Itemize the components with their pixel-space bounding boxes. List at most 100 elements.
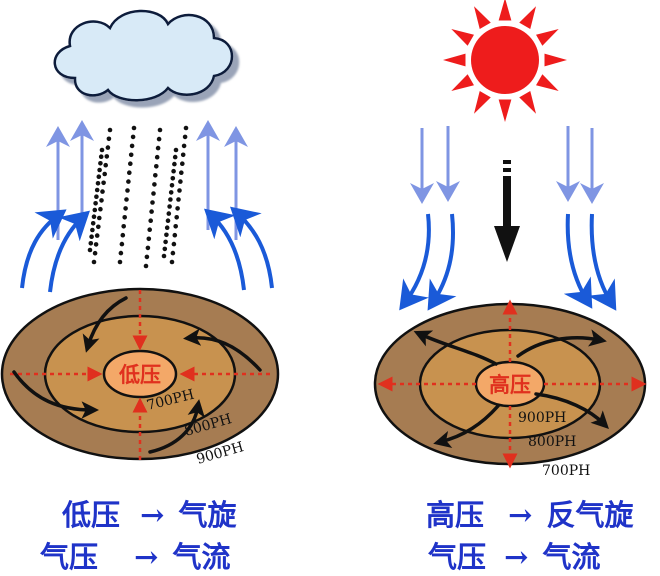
outflow-arrows bbox=[377, 299, 647, 469]
rain-drop bbox=[92, 207, 98, 213]
subsidence-arrow bbox=[494, 160, 520, 262]
sun-ray bbox=[536, 29, 559, 46]
right-caption2-term: 气压 bbox=[428, 540, 487, 574]
sun-ray bbox=[519, 91, 536, 114]
rain-drop bbox=[128, 152, 134, 158]
rain-drop bbox=[173, 147, 179, 153]
rain-drop bbox=[165, 218, 171, 223]
sun-ray bbox=[443, 53, 466, 67]
rain-drop bbox=[119, 241, 125, 247]
rain-drop bbox=[96, 224, 101, 230]
low-pressure-panel: 低压 700PH 800PH 900PH bbox=[0, 9, 280, 468]
rain-drop bbox=[145, 245, 151, 251]
rain-drop bbox=[91, 259, 97, 265]
rain-drop bbox=[163, 239, 168, 245]
rain-drop bbox=[129, 143, 135, 149]
rain-drop bbox=[156, 136, 162, 142]
rain-drop bbox=[172, 154, 178, 160]
left-caption2-term: 气压 bbox=[40, 540, 99, 574]
rain-drop bbox=[123, 206, 128, 211]
rain-drop bbox=[99, 198, 104, 203]
rain-drop bbox=[153, 173, 158, 178]
left-caption-arrow: → bbox=[140, 498, 165, 532]
rain-drop bbox=[168, 197, 173, 202]
rain-drop bbox=[104, 154, 110, 159]
rain-drop bbox=[100, 189, 105, 194]
rain-drop bbox=[88, 241, 94, 246]
sun-ray bbox=[451, 74, 474, 91]
rain-drop bbox=[96, 174, 102, 179]
left-caption2-result: 气流 bbox=[172, 540, 231, 574]
rain-drop bbox=[149, 209, 154, 214]
rain-drop bbox=[94, 233, 100, 238]
left-caption2-arrow: → bbox=[134, 540, 159, 574]
rain-drop bbox=[148, 218, 153, 223]
rain-drop bbox=[143, 263, 149, 269]
rain-drop bbox=[154, 164, 159, 169]
rain-drop bbox=[161, 253, 167, 259]
rain-drop bbox=[124, 197, 129, 202]
rain-drop bbox=[93, 201, 98, 206]
rain-drop bbox=[172, 232, 178, 238]
sun-ray bbox=[544, 53, 567, 67]
left-caption-line1: 低压 → 气旋 bbox=[62, 492, 237, 534]
rain-drop bbox=[164, 225, 170, 230]
rain-drop bbox=[166, 211, 172, 216]
rain-drop bbox=[97, 215, 102, 221]
rain-drop bbox=[90, 221, 96, 226]
rain-drop bbox=[169, 259, 175, 265]
rain-drop bbox=[183, 125, 189, 131]
rain-drop bbox=[152, 182, 157, 187]
rain-drop bbox=[182, 134, 188, 140]
rain-drop bbox=[117, 259, 123, 265]
high-contour-700: 700PH bbox=[542, 463, 590, 479]
right-caption-line2: 气压 → 气流 bbox=[428, 534, 601, 576]
rain-drop bbox=[144, 254, 150, 260]
rain-drop bbox=[170, 250, 176, 256]
sinking-air-arrows bbox=[399, 126, 617, 311]
rain-drop bbox=[103, 162, 108, 168]
rain-drop bbox=[162, 246, 168, 252]
rain-drop bbox=[97, 167, 102, 173]
right-caption-line1: 高压 → 反气旋 bbox=[426, 492, 634, 534]
rain-drop bbox=[99, 147, 105, 153]
right-caption-arrow: → bbox=[508, 498, 533, 532]
rain-drop bbox=[177, 188, 182, 193]
rain-drop bbox=[154, 154, 160, 160]
rain-drop bbox=[87, 247, 93, 253]
low-center-label: 低压 bbox=[118, 362, 161, 387]
rain-drop bbox=[98, 206, 103, 212]
left-caption-term: 低压 bbox=[62, 498, 121, 532]
sun-icon bbox=[443, 0, 567, 122]
rain-drop bbox=[98, 161, 103, 166]
left-caption-line2: 气压 → 气流 bbox=[40, 534, 231, 576]
rain-drop bbox=[105, 145, 111, 150]
rain-drop bbox=[169, 183, 175, 188]
rain-drop bbox=[146, 236, 152, 242]
rain-drop bbox=[170, 176, 176, 181]
rain-drop bbox=[164, 232, 169, 238]
rain-drop bbox=[128, 161, 133, 166]
rain-drop bbox=[180, 152, 186, 158]
rain-drop bbox=[89, 234, 94, 239]
rain-drop bbox=[131, 125, 137, 131]
rain-drop bbox=[171, 241, 177, 247]
rain-drop bbox=[120, 232, 126, 238]
rain-drop bbox=[173, 224, 178, 229]
rain-drop bbox=[90, 227, 95, 233]
sun-ray bbox=[451, 29, 474, 46]
rain-drop bbox=[179, 170, 184, 175]
rain-drop bbox=[122, 215, 127, 220]
rain-drop bbox=[174, 215, 179, 220]
rain-drops bbox=[87, 125, 189, 269]
rain-drop bbox=[151, 191, 156, 196]
right-caption-term: 高压 bbox=[426, 498, 485, 532]
rain-drop bbox=[167, 204, 172, 209]
rain-drop bbox=[107, 127, 113, 133]
rain-drop bbox=[91, 214, 97, 219]
high-pressure-panel: 高压 900PH 800PH 700PH bbox=[373, 0, 647, 479]
rain-drop bbox=[126, 179, 131, 184]
rain-drop bbox=[178, 179, 183, 184]
rain-drop bbox=[155, 145, 161, 151]
